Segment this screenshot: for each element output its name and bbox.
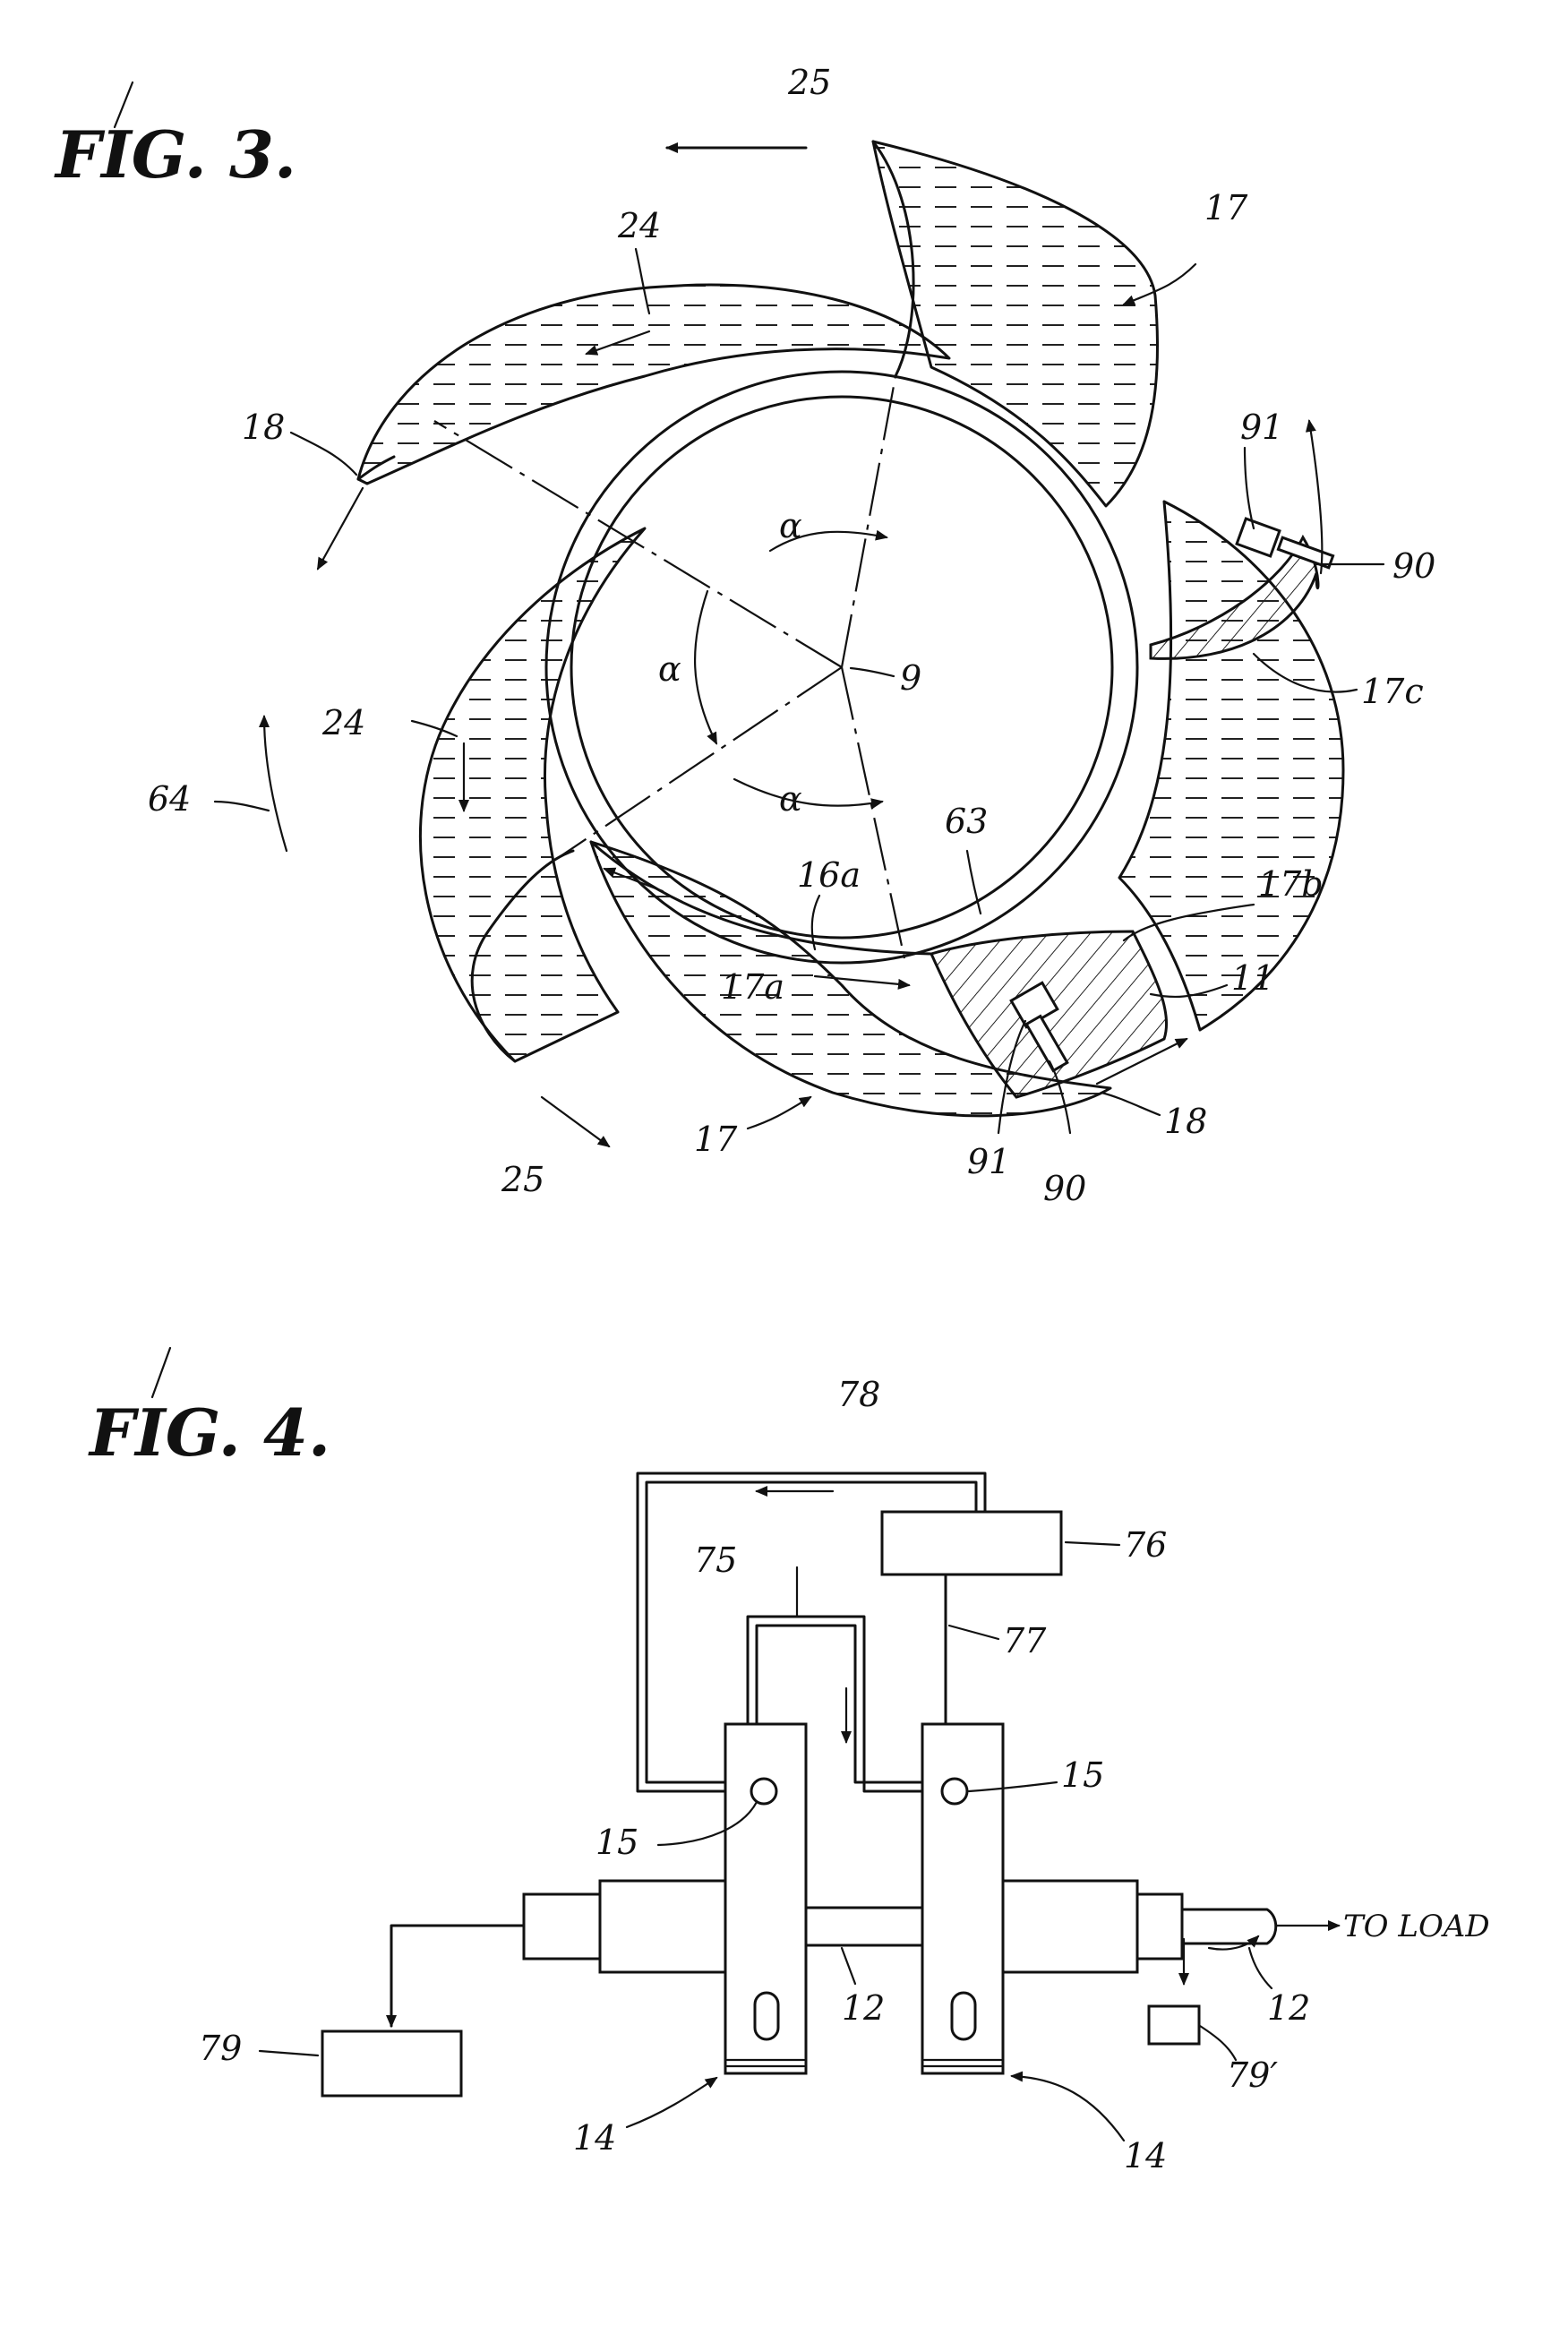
label-76: 76: [1124, 1525, 1167, 1565]
label-25-bottom: 25: [501, 1160, 544, 1199]
label-79-prime: 79′: [1227, 2055, 1278, 2095]
figure-3-title: FIG. 3.: [54, 116, 296, 193]
figure-3: FIG. 3.: [54, 63, 1435, 1208]
label-17c: 17c: [1361, 672, 1424, 711]
leader-79-left: [260, 2051, 318, 2055]
label-90-bottom: 90: [1043, 1169, 1086, 1208]
angle-arc-bottom: [734, 779, 882, 806]
leader-64: [215, 802, 269, 811]
label-14-right: 14: [1124, 2136, 1167, 2175]
leader-76: [1066, 1542, 1119, 1545]
label-15-left: 15: [595, 1823, 638, 1862]
leader-14-left: [627, 2078, 716, 2127]
label-9: 9: [900, 658, 921, 698]
crank-14-right: [922, 1724, 1003, 2073]
bucket-left: [420, 528, 645, 1061]
label-14-left: 14: [573, 2118, 616, 2158]
label-12-right: 12: [1267, 1988, 1310, 2028]
leader-12-right: [1249, 1948, 1272, 1988]
label-16a: 16a: [797, 855, 861, 895]
arrow-64: [264, 717, 287, 851]
label-24-top: 24: [617, 206, 661, 245]
label-91-right: 91: [1240, 408, 1283, 447]
pivot-15-right: [942, 1779, 967, 1804]
label-91-bottom: 91: [967, 1142, 1010, 1181]
leader-18-bottom: [1101, 1093, 1160, 1115]
angle-arc-left: [695, 591, 716, 743]
label-77: 77: [1003, 1621, 1047, 1660]
shaft-housing-left: [600, 1881, 725, 1972]
label-17a: 17a: [721, 967, 784, 1007]
fig4-title-tick: [152, 1348, 170, 1397]
leader-17-bottom: [748, 1097, 810, 1128]
label-79-left: 79: [199, 2029, 242, 2068]
label-17b: 17b: [1258, 864, 1324, 904]
label-alpha-left: α: [658, 649, 681, 689]
leader-12-center: [842, 1948, 855, 1984]
nozzle-91-right: [1237, 519, 1280, 556]
label-25-top: 25: [787, 63, 831, 102]
leader-16a: [812, 896, 819, 949]
leader-91-right: [1245, 448, 1254, 528]
label-to-load: TO LOAD: [1343, 1909, 1490, 1944]
arrow-25-bottom: [542, 1097, 609, 1146]
label-18-bottom: 18: [1164, 1102, 1207, 1141]
label-18-left: 18: [242, 408, 285, 447]
label-11: 11: [1231, 958, 1274, 998]
signal-line-79: [391, 1926, 524, 2026]
label-alpha-bottom: α: [779, 779, 802, 819]
label-75: 75: [694, 1540, 737, 1580]
box-79-prime: [1149, 2006, 1199, 2044]
crank-14-left: [725, 1724, 806, 2073]
radius-line-top: [842, 376, 895, 667]
leader-18-left: [291, 433, 356, 475]
label-alpha-top: α: [779, 506, 802, 545]
shaft-end-left-collar: [524, 1894, 600, 1959]
shaft-end-right-collar: [1137, 1894, 1182, 1959]
arrow-18-left: [318, 488, 363, 569]
label-15-right: 15: [1061, 1755, 1104, 1795]
box-76: [882, 1512, 1061, 1575]
radius-line-bottom: [842, 667, 904, 958]
label-12-center: 12: [842, 1988, 885, 2028]
label-24-left: 24: [321, 703, 365, 742]
bucket-top-right: [873, 142, 1158, 506]
label-90-right: 90: [1392, 546, 1435, 586]
figure-4-title: FIG. 4.: [88, 1394, 330, 1471]
leader-77: [949, 1626, 998, 1639]
figure-4: FIG. 4.: [88, 1348, 1490, 2175]
label-63: 63: [945, 802, 988, 841]
label-17-bottom: 17: [694, 1120, 738, 1159]
label-17-top: 17: [1204, 188, 1248, 227]
pivot-15-left: [751, 1779, 776, 1804]
leader-9: [851, 668, 894, 676]
leader-14-right: [1012, 2076, 1124, 2141]
label-78: 78: [837, 1375, 880, 1414]
bucket-upper-left: [358, 285, 949, 484]
label-64: 64: [148, 779, 191, 819]
box-79: [322, 2031, 461, 2096]
shaft-12-output: [1182, 1909, 1276, 1944]
